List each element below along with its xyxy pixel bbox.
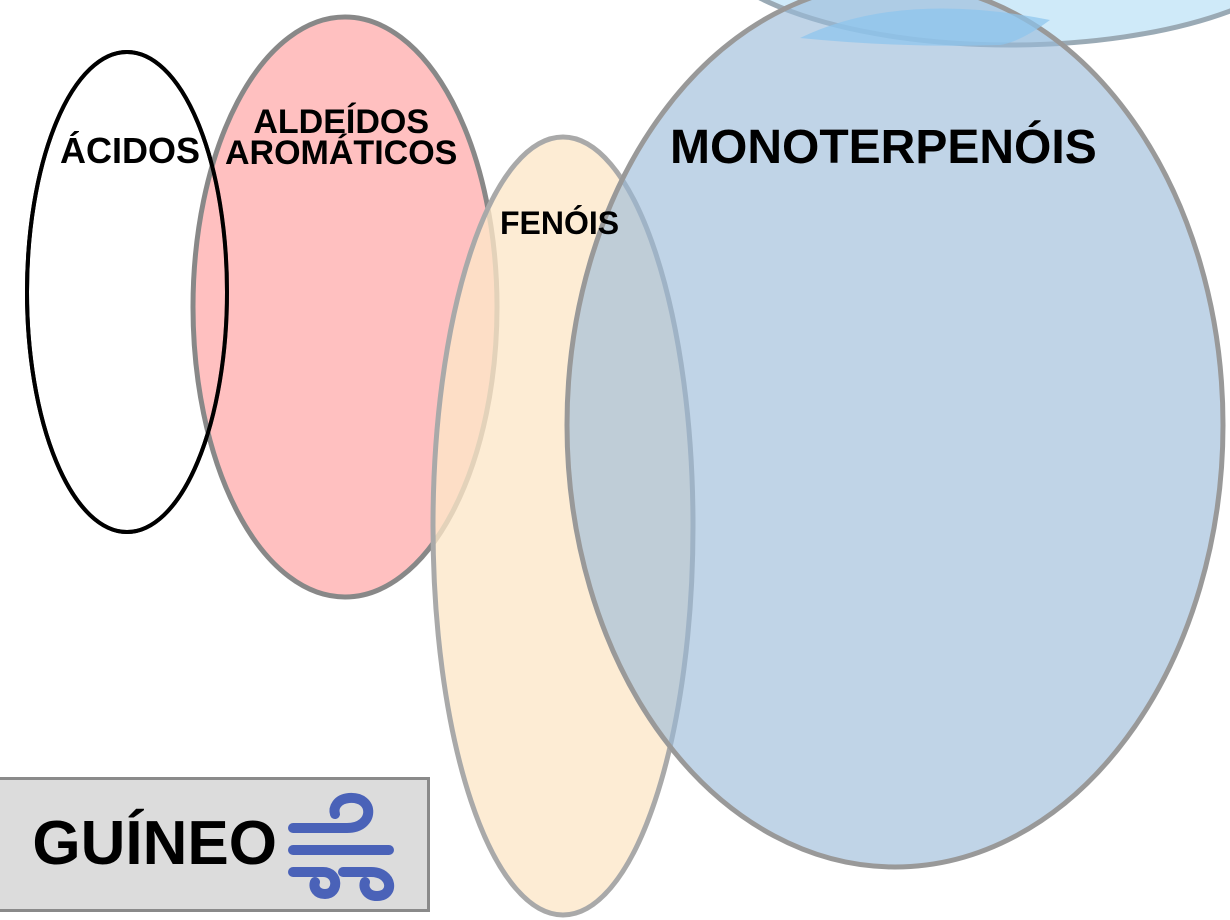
fenois-label: FENÓIS [500, 205, 620, 241]
aldeidos-label-line-1: ALDEÍDOS [253, 103, 429, 141]
wind-icon [288, 793, 395, 902]
top-overlap [800, 8, 1050, 46]
monoterpenois-ellipse [564, 0, 1226, 870]
guineo-badge: GUÍNEO [0, 777, 430, 912]
acidos-label: ÁCIDOS [60, 130, 201, 171]
aldeidos-label: ALDEÍDOS AROMÁTICOS [225, 103, 458, 172]
acidos-outline [25, 50, 229, 534]
badge-text: GUÍNEO [32, 809, 277, 878]
monoterpenois-label: MONOTERPENÓIS [670, 121, 1097, 174]
aldeidos-label-line-2: AROMÁTICOS [225, 134, 458, 172]
